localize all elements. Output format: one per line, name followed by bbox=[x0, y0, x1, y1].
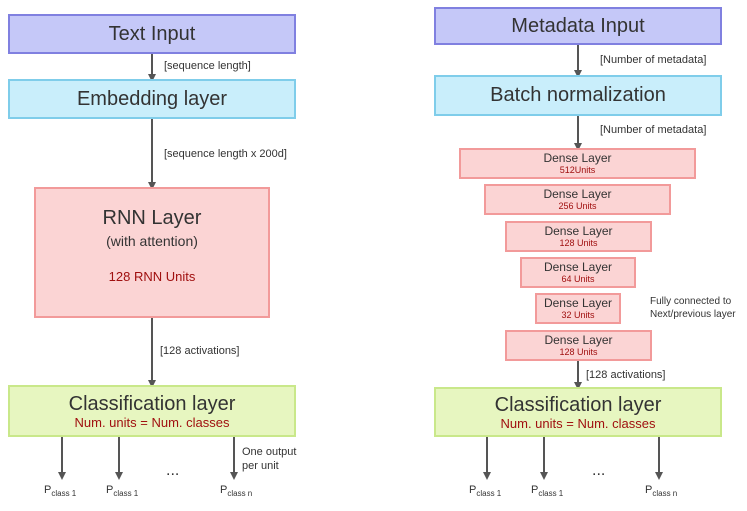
rnn-layer-box: RNN Layer (with attention) 128 RNN Units bbox=[34, 187, 270, 318]
activations-label: [128 activations] bbox=[160, 345, 240, 357]
classification-layer-subtitle: Num. units = Num. classes bbox=[74, 414, 230, 430]
output-class-n: Pclass n bbox=[220, 484, 253, 499]
outputs-ellipsis: ... bbox=[166, 462, 180, 479]
number-of-metadata-label-2: [Number of metadata] bbox=[600, 124, 707, 136]
output-class-1: Pclass 1 bbox=[44, 484, 77, 499]
meta-classification-layer-box: Classification layer Num. units = Num. c… bbox=[434, 387, 722, 437]
meta-output-class-1: Pclass 1 bbox=[469, 484, 502, 499]
rnn-units-label: 128 RNN Units bbox=[108, 269, 196, 284]
classification-layer-box: Classification layer Num. units = Num. c… bbox=[8, 385, 296, 437]
metadata-input-box: Metadata Input bbox=[434, 7, 722, 45]
batch-normalization-box: Batch normalization bbox=[434, 75, 722, 116]
number-of-metadata-label-1: [Number of metadata] bbox=[600, 54, 707, 66]
rnn-layer-subtitle: (with attention) bbox=[106, 233, 198, 249]
meta-output-class-1-second: Pclass 1 bbox=[531, 484, 564, 499]
rnn-layer-title: RNN Layer bbox=[102, 207, 202, 229]
meta-classification-layer-subtitle: Num. units = Num. classes bbox=[500, 415, 656, 431]
fully-connected-label-1: Fully connected to bbox=[650, 296, 732, 307]
embedding-layer-label: Embedding layer bbox=[76, 87, 228, 110]
output-class-1-second: Pclass 1 bbox=[106, 484, 139, 499]
one-output-label: One output bbox=[242, 446, 297, 458]
fully-connected-label-2: Next/previous layer bbox=[650, 309, 736, 320]
embedding-layer-box: Embedding layer bbox=[8, 79, 296, 119]
per-unit-label: per unit bbox=[242, 460, 279, 472]
meta-classification-layer-title: Classification layer bbox=[494, 393, 662, 416]
sequence-length-label: [sequence length] bbox=[164, 60, 251, 72]
metadata-input-label: Metadata Input bbox=[511, 14, 645, 37]
text-input-box: Text Input bbox=[8, 14, 296, 54]
meta-output-class-n: Pclass n bbox=[645, 484, 678, 499]
meta-outputs-ellipsis: ... bbox=[592, 462, 606, 479]
meta-activations-label: [128 activations] bbox=[586, 369, 666, 381]
classification-layer-title: Classification layer bbox=[68, 392, 236, 415]
text-input-label: Text Input bbox=[108, 22, 196, 45]
batch-normalization-label: Batch normalization bbox=[490, 84, 666, 106]
sequence-length-200d-label: [sequence length x 200d] bbox=[164, 148, 287, 160]
